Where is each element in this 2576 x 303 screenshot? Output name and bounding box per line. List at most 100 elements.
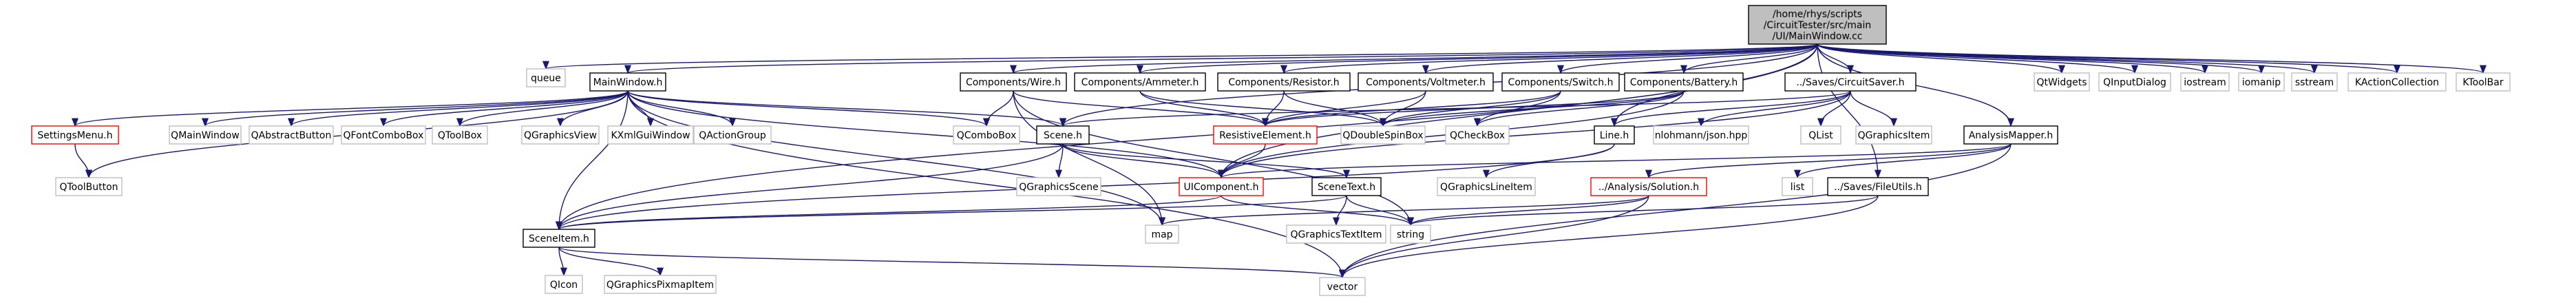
node-label: QToolBox [438,130,482,141]
node-box [1016,177,1101,196]
node-qtoolbox: QToolBox [432,125,488,145]
node-box [1624,72,1744,92]
edge-wire_h-to-string [1013,90,1414,227]
edge-root-to-fileutils_h [1817,43,1882,179]
node-label: ResistiveElement.h [1219,130,1311,141]
edge-root-to-kactioncollection [1817,43,2400,74]
node-qcombobox: QComboBox [953,125,1020,145]
node-label: KActionCollection [2355,77,2439,88]
node-label: UIComponent.h [1184,182,1259,193]
node-label: Components/Resistor.h [1228,77,1339,88]
edge-resistor_h-to-qdoublespinbox [1283,90,1386,127]
edge-mainwindow_h-to-sceneitem_h [555,90,629,231]
node-label: MainWindow.h [593,77,663,88]
edge-circuitsaver_h-to-uicomponent_h [1218,90,1851,179]
node-list: list [1782,177,1813,196]
node-box [2034,72,2090,92]
node-line-h[interactable]: Line.h [1594,125,1635,145]
node-fileutils-h[interactable]: ../Saves/FileUtils.h [1827,177,1929,196]
node-switch-h[interactable]: Components/Switch.h [1501,72,1620,92]
node-label: map [1151,229,1172,240]
node-label: ../Analysis/Solution.h [1598,182,1699,193]
node-box [1800,125,1841,145]
node-box [1445,125,1510,145]
node-box [1179,177,1264,196]
node-sceneitem-h[interactable]: SceneItem.h [522,229,595,248]
node-box [1074,72,1206,92]
edge-analysismapper_h-to-uicomponent_h [1218,143,2012,179]
node-wire-h[interactable]: Components/Wire.h [960,72,1067,92]
node-qdoublespinbox: QDoubleSpinBox [1340,125,1426,145]
node-label: QMainWindow [171,130,240,141]
edge-analysismapper_h-to-solution_h [1645,143,2012,179]
node-box [2347,72,2447,92]
node-qgraphicsview: QGraphicsView [521,125,600,145]
node-label: ../Saves/CircuitSaver.h [1796,77,1904,88]
node-qgraphicspixmapitem: QGraphicsPixmapItem [604,275,717,294]
node-label: AnalysisMapper.h [1969,130,2054,141]
edge-switch_h-to-resistiveelement_h [1262,90,1561,127]
edge-wire_h-to-resistiveelement_h [1013,90,1269,127]
edge-sceneitem_h-to-qicon [558,247,568,277]
node-uicomponent-h[interactable]: UIComponent.h [1179,177,1264,196]
node-box [169,125,242,145]
edge-root-to-battery_h [1680,43,1818,74]
node-resistiveelement-h[interactable]: ResistiveElement.h [1213,125,1318,145]
edge-scenetext_h-to-qgraphicstextitem [1332,195,1347,227]
node-box [1358,72,1494,92]
edge-settingsmenu_h-to-qtoolbutton [74,143,93,179]
node-label: QGraphicsTextItem [1290,229,1382,240]
node-box [607,125,694,145]
node-label: /home/rhys/scripts [1773,9,1862,20]
node-voltmeter-h[interactable]: Components/Voltmeter.h [1358,72,1494,92]
edge-mainwindow_h-to-qactiongroup [627,90,736,127]
node-qmainwindow: QMainWindow [169,125,242,145]
node-qgraphicsitem: QGraphicsItem [1855,125,1932,145]
edge-root-to-ammeter_h [1137,43,1818,74]
node-battery-h[interactable]: Components/Battery.h [1624,72,1744,92]
node-ammeter-h[interactable]: Components/Ammeter.h [1074,72,1206,92]
node-label: /UI/MainWindow.cc [1773,31,1863,42]
edge-root-to-resistor_h [1280,43,1818,74]
node-box [1501,72,1620,92]
node-label: QIcon [550,280,578,291]
node-analysismapper-h[interactable]: AnalysisMapper.h [1963,125,2058,145]
node-label: SettingsMenu.h [37,130,112,141]
node-box [1594,125,1635,145]
edge-root-to-voltmeter_h [1422,43,1818,74]
node-root[interactable]: /home/rhys/scripts/CircuitTester/src/mai… [1748,5,1887,45]
edge-circuitsaver_h-to-qgraphicsitem [1850,90,1898,127]
edge-solution_h-to-map [1159,195,1649,227]
node-box [1855,125,1932,145]
node-box [1145,224,1179,244]
node-box [604,275,717,294]
edge-mainwindow_h-to-uicomponent_h [627,90,1225,179]
node-ktoolbar: KToolBar [2456,72,2511,92]
edge-mainwindow_h-to-qtoolbox [456,90,629,127]
node-box [1827,177,1929,196]
node-circuitsaver-h[interactable]: ../Saves/CircuitSaver.h [1784,72,1917,92]
node-scenetext-h[interactable]: SceneText.h [1311,177,1382,196]
edge-sceneitem_h-to-qgraphicspixmapitem [558,247,664,277]
node-label: ../Saves/FileUtils.h [1834,182,1922,193]
node-label: sstream [2295,77,2334,88]
edge-mainwindow_h-to-settingsmenu_h [72,90,629,127]
node-vector: vector [1319,277,1366,296]
node-resistor-h[interactable]: Components/Resistor.h [1217,72,1351,92]
node-scene-h[interactable]: Scene.h [1036,125,1090,145]
edge-scene_h-to-sceneitem_h [556,143,1064,231]
node-box [1319,277,1366,296]
node-box [1311,177,1382,196]
edge-fileutils_h-to-vector [1339,195,1879,279]
node-box [1340,125,1426,145]
edge-circuitsaver_h-to-line_h [1611,90,1851,127]
edge-analysismapper_h-to-vector [1339,143,2012,279]
node-solution-h[interactable]: ../Analysis/Solution.h [1590,177,1707,196]
edge-root-to-switch_h [1557,43,1818,74]
node-settingsmenu-h[interactable]: SettingsMenu.h [31,125,119,145]
node-box [1784,72,1917,92]
edge-sceneitem_h-to-vector [558,247,1346,279]
edge-uicomponent_h-to-string [1221,195,1414,227]
node-mainwindow-h[interactable]: MainWindow.h [589,72,666,92]
